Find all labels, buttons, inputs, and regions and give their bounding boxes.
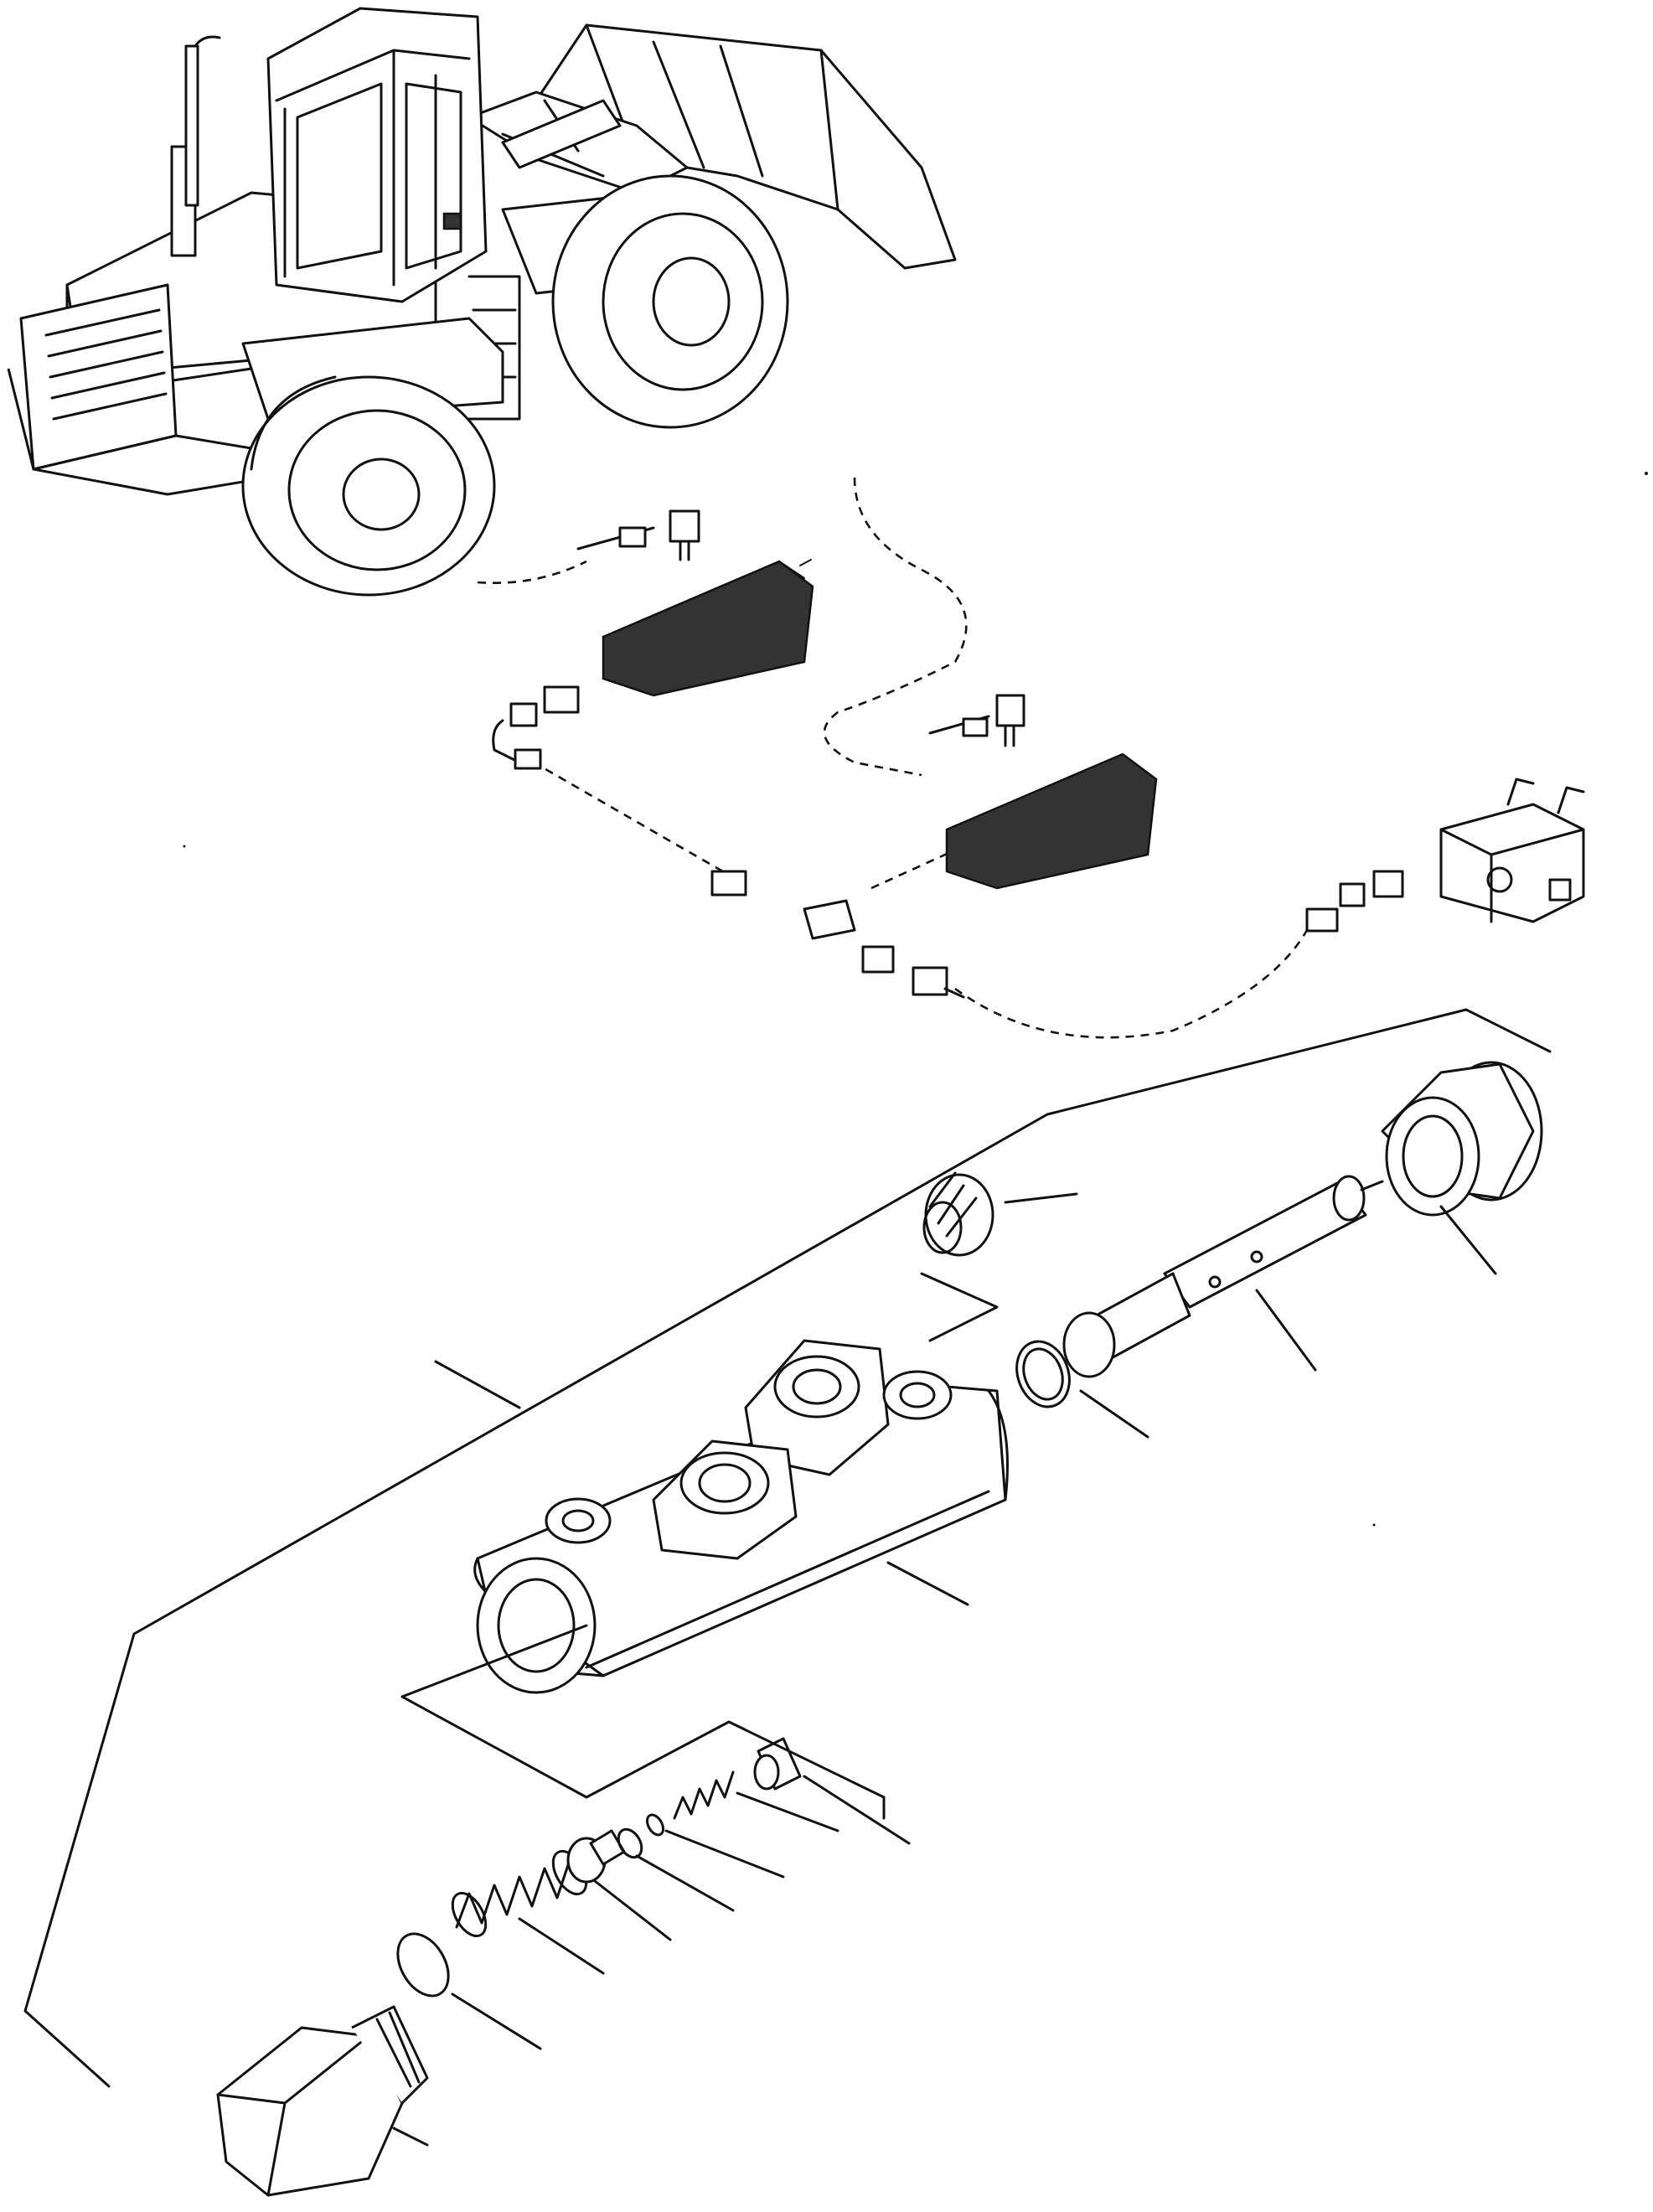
- leader-line: [1255, 1289, 1317, 1372]
- leader-line: [886, 1561, 969, 1606]
- hose-fittings-upper: [492, 685, 580, 770]
- leader-line: [392, 2127, 429, 2147]
- valve-spool: [1062, 1175, 1384, 1378]
- leader-line: [434, 1360, 521, 1409]
- end-cap: [1381, 1061, 1543, 1217]
- distribution-block: [1305, 778, 1585, 933]
- leader-line: [1004, 1192, 1078, 1204]
- coil-spring-small: [673, 1770, 735, 1820]
- leader-line: [664, 1829, 785, 1879]
- leader-line: [1079, 1389, 1149, 1439]
- hydraulic-valve-block-upper: [576, 509, 814, 697]
- hose-fittings-lower: [710, 870, 965, 999]
- hose-line-2: [823, 477, 968, 777]
- stray-mark: [1645, 472, 1648, 475]
- hydraulic-circuit: [477, 477, 1585, 1039]
- wheel-loader-illustration: [7, 7, 957, 597]
- hex-plug: [216, 2005, 429, 2197]
- leader-line: [593, 1879, 672, 1941]
- valve-body-casting: [473, 1339, 1009, 1694]
- piston-pin: [753, 1737, 802, 1791]
- poppet-valve: [566, 1829, 626, 1884]
- o-ring-seal-spool: [1015, 1340, 1071, 1408]
- hose-line-1: [477, 560, 587, 584]
- leader-line: [736, 1791, 839, 1832]
- leader-line: [1439, 1205, 1497, 1275]
- o-ring-seal-large: [396, 1932, 450, 1998]
- relief-valve-parts: [216, 1737, 802, 2197]
- leader-line: [451, 1992, 542, 2050]
- o-ring-seal-small: [646, 1813, 664, 1837]
- assembly-brackets: [400, 1272, 999, 1820]
- stray-mark: [183, 845, 186, 848]
- leader-lines: [392, 1192, 1497, 2147]
- hose-line-3: [519, 752, 738, 881]
- leader-line: [518, 1917, 605, 1975]
- hydraulic-valve-block-lower: [928, 694, 1158, 890]
- hose-line-5: [954, 929, 1309, 1039]
- hex-plug-top: [922, 1171, 994, 1257]
- stray-mark: [1372, 1523, 1376, 1527]
- hose-line-4: [870, 845, 964, 890]
- leader-line: [635, 1854, 735, 1912]
- leader-line: [803, 1775, 911, 1845]
- valve-spool-assembly: [922, 1061, 1543, 1408]
- exploded-view-outline: [23, 1008, 1552, 2088]
